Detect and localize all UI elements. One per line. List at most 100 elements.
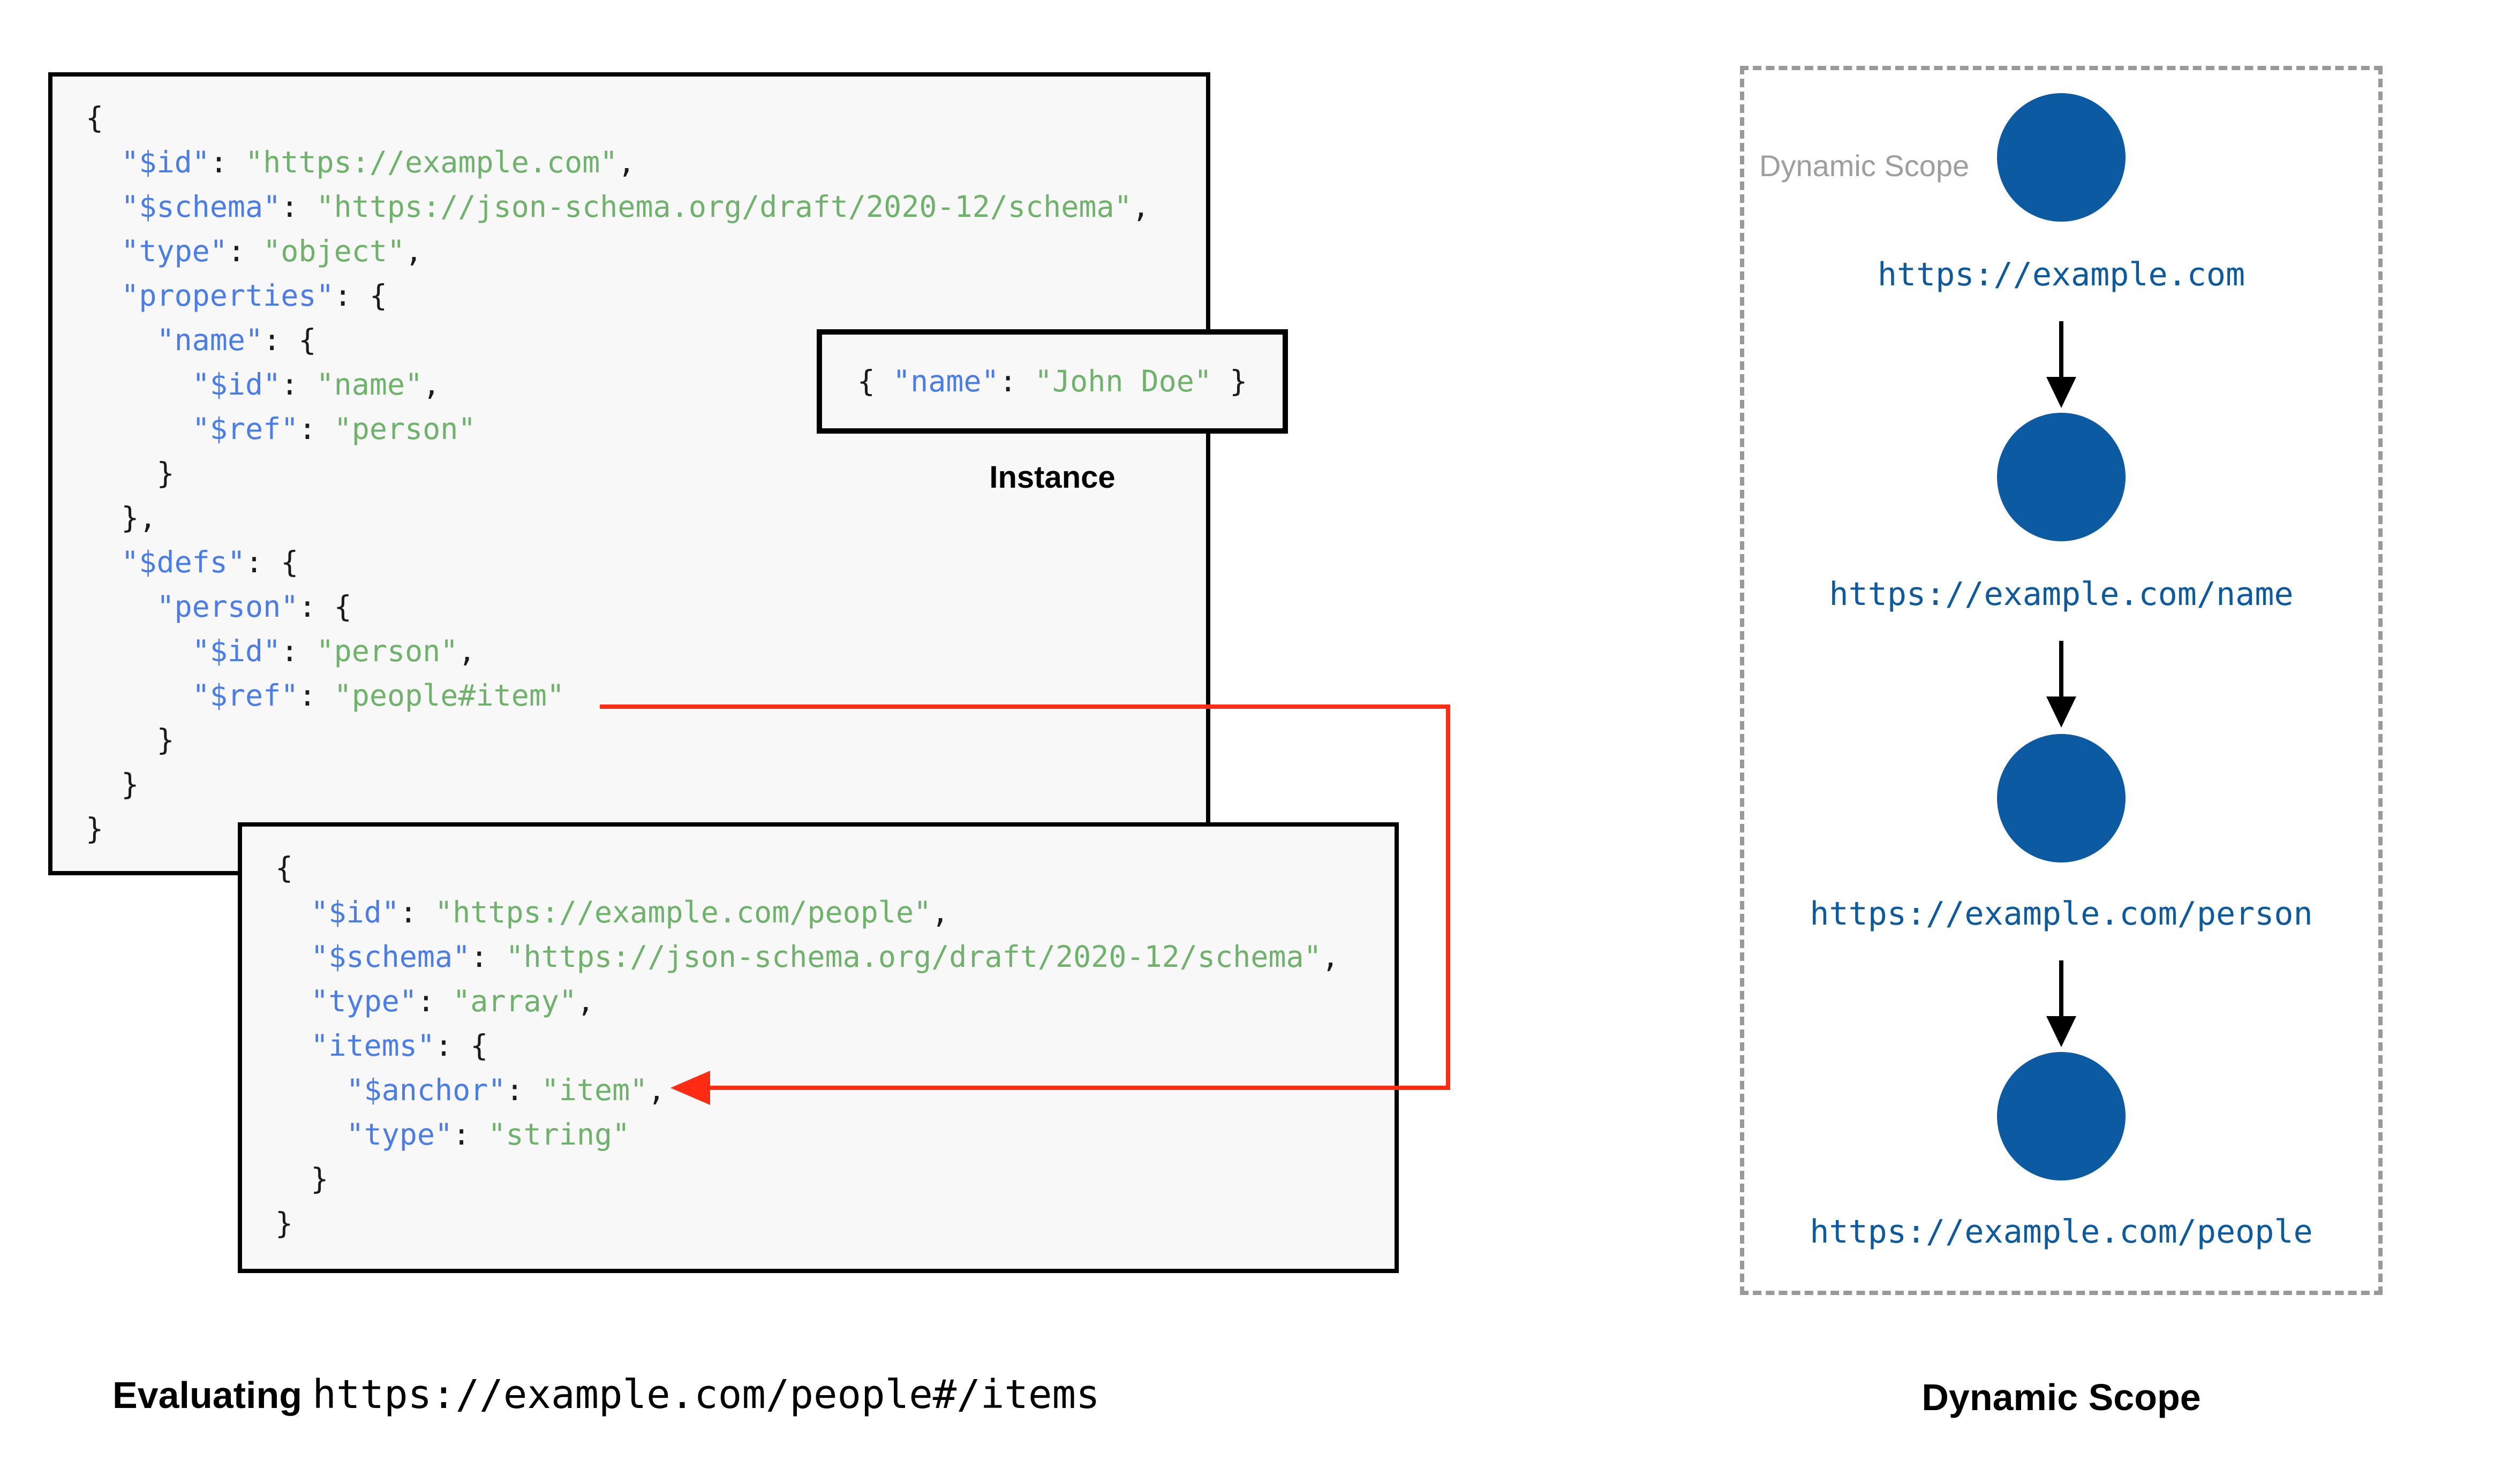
code-token xyxy=(86,234,121,268)
code-token xyxy=(275,1117,346,1152)
code-token xyxy=(86,545,121,579)
code-token: "object" xyxy=(263,234,405,268)
code-token xyxy=(275,1028,311,1063)
code-token: "person" xyxy=(316,634,458,668)
down-arrow-stem xyxy=(2059,641,2063,701)
down-arrow-stem xyxy=(2059,960,2063,1020)
code-token: : { xyxy=(435,1028,488,1063)
scope-node-circle xyxy=(1997,93,2126,222)
code-token: "name" xyxy=(892,364,999,398)
scope-node-circle xyxy=(1997,413,2126,541)
code-token: , xyxy=(617,145,636,179)
code-token xyxy=(86,634,192,668)
code-token: : xyxy=(209,145,246,179)
down-arrow-head-icon xyxy=(2046,696,2076,728)
schema-people-code: { "$id": "https://example.com/people", "… xyxy=(275,846,1395,1246)
code-token: "https://json-schema.org/draft/2020-12/s… xyxy=(316,190,1132,224)
scope-node-circle xyxy=(1997,1052,2126,1180)
code-token: : xyxy=(281,367,316,402)
code-token: } xyxy=(275,1162,329,1196)
code-token: , xyxy=(1321,940,1339,974)
ref-connector-segment-right xyxy=(1446,705,1450,1090)
code-token: : xyxy=(399,895,435,929)
code-line: "$schema": "https://json-schema.org/draf… xyxy=(86,185,1206,229)
evaluating-caption-uri: https://example.com/people#/items xyxy=(312,1372,1100,1418)
code-line: "$ref": "people#item" xyxy=(86,673,1206,718)
code-token: "$anchor" xyxy=(346,1073,506,1107)
code-token: "$id" xyxy=(192,634,281,668)
code-token: : xyxy=(417,984,453,1018)
code-token: } xyxy=(86,767,139,801)
code-token: { xyxy=(86,101,104,135)
evaluating-caption-prefix: Evaluating xyxy=(112,1374,313,1416)
code-token: "type" xyxy=(121,234,228,268)
code-line: { xyxy=(275,846,1395,890)
code-line: "type": "object", xyxy=(86,229,1206,274)
scope-node-url: https://example.com/people xyxy=(1810,1213,2313,1251)
code-token: "https://example.com/people" xyxy=(435,895,932,929)
code-token: "$defs" xyxy=(121,545,246,579)
scope-node-url: https://example.com/name xyxy=(1829,576,2294,613)
code-token: : xyxy=(298,678,334,713)
code-line: "person": { xyxy=(86,585,1206,629)
code-token: "array" xyxy=(453,984,577,1018)
code-token: } xyxy=(1212,364,1248,398)
code-token: "$id" xyxy=(311,895,400,929)
code-line: } xyxy=(86,718,1206,762)
code-token xyxy=(86,678,192,713)
code-token: "string" xyxy=(488,1117,630,1152)
code-token xyxy=(275,940,311,974)
code-token: : xyxy=(506,1073,541,1107)
code-token: "type" xyxy=(346,1117,453,1152)
code-token: "$id" xyxy=(192,367,281,402)
evaluating-caption: Evaluating https://example.com/people#/i… xyxy=(112,1372,1100,1418)
code-token: "name" xyxy=(156,323,263,357)
code-token: "properties" xyxy=(121,278,334,313)
scope-node-url: https://example.com xyxy=(1877,256,2245,293)
down-arrow-head-icon xyxy=(2046,377,2076,408)
code-line: "$id": "https://example.com/people", xyxy=(275,890,1395,935)
code-token: , xyxy=(931,895,949,929)
code-token: : xyxy=(470,940,506,974)
code-token: : xyxy=(227,234,263,268)
instance-code: { "name": "John Doe" } xyxy=(857,359,1248,404)
code-token xyxy=(86,145,121,179)
dynamic-scope-box-label: Dynamic Scope xyxy=(1759,149,1970,183)
code-line: } xyxy=(275,1201,1395,1246)
code-token: : { xyxy=(263,323,316,357)
code-token: { xyxy=(857,364,893,398)
code-token: : xyxy=(453,1117,488,1152)
code-token: "$id" xyxy=(121,145,210,179)
code-token xyxy=(86,589,156,624)
code-token: : { xyxy=(245,545,299,579)
code-token: "https://example.com" xyxy=(245,145,618,179)
instance-caption: Instance xyxy=(989,460,1116,495)
code-token: "$ref" xyxy=(192,678,299,713)
schema-box-root: { "$id": "https://example.com", "$schema… xyxy=(48,72,1210,875)
dynamic-scope-caption: Dynamic Scope xyxy=(1921,1376,2201,1418)
code-token xyxy=(86,412,192,446)
code-token xyxy=(275,984,311,1018)
ref-connector-segment-bottom xyxy=(707,1086,1450,1090)
code-line: "$id": "name", xyxy=(86,362,1206,407)
code-token: "John Doe" xyxy=(1034,364,1212,398)
code-token xyxy=(86,367,192,402)
code-token: : xyxy=(281,634,316,668)
scope-node-circle xyxy=(1997,734,2126,862)
code-line: "$id": "https://example.com", xyxy=(86,140,1206,185)
code-token: "person" xyxy=(334,412,476,446)
code-token xyxy=(86,323,156,357)
code-token: "items" xyxy=(311,1028,435,1063)
code-line: "type": "string" xyxy=(275,1112,1395,1157)
code-line: } xyxy=(275,1157,1395,1201)
code-token: , xyxy=(405,234,423,268)
code-line: "properties": { xyxy=(86,274,1206,318)
code-token: "people#item" xyxy=(334,678,565,713)
code-token: }, xyxy=(86,501,157,535)
code-token: , xyxy=(1132,190,1150,224)
code-token: , xyxy=(576,984,595,1018)
code-line: { xyxy=(86,96,1206,140)
code-line: } xyxy=(86,451,1206,496)
code-token: "person" xyxy=(156,589,299,624)
code-line: "name": { xyxy=(86,318,1206,362)
